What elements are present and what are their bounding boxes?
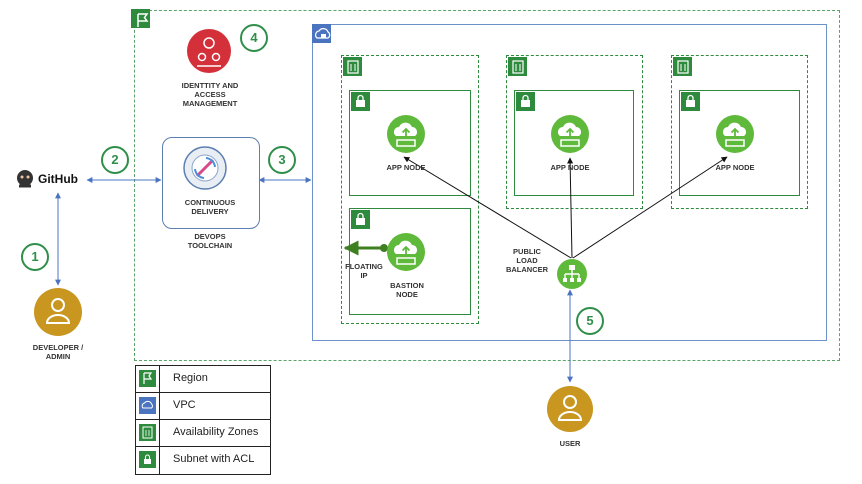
step-badge-4: 4: [240, 24, 268, 52]
region-boundary: [134, 10, 840, 361]
github-octocat-icon: [17, 170, 33, 188]
legend-row-availability-zones: Availability Zones: [136, 420, 270, 447]
availability-zone-2: [506, 55, 643, 209]
region-flag-icon: [131, 9, 150, 28]
bastion-node-label: BASTION NODE: [390, 281, 424, 299]
app-node-1-label: APP NODE: [386, 163, 426, 172]
app-node-3-icon: [716, 115, 754, 153]
bastion-node-icon: [387, 233, 425, 271]
legend-row-vpc: VPC: [136, 393, 270, 420]
az-building-icon-2: [508, 57, 527, 76]
subnet-app-1: [349, 90, 471, 196]
iam-label: IDENTTITY AND ACCESS MANAGEMENT: [181, 81, 239, 108]
legend-row-subnet: Subnet with ACL: [136, 447, 270, 473]
lb-app-node-2-line: [567, 157, 574, 259]
az-building-icon-3: [673, 57, 692, 76]
legend-cloud-lock-icon: [139, 397, 156, 414]
legend-label-subnet: Subnet with ACL: [173, 453, 255, 465]
availability-zone-3: [671, 55, 808, 209]
az-building-icon-1: [343, 57, 362, 76]
developer-label: DEVELOPER / ADMIN: [32, 343, 84, 361]
legend-building-icon: [139, 424, 156, 441]
legend-flag-icon: [139, 370, 156, 387]
user-avatar-icon: [547, 386, 593, 432]
lb-app-node-3-line: [572, 156, 728, 259]
step-badge-1: 1: [21, 243, 49, 271]
legend-label-region: Region: [173, 372, 208, 384]
continuous-delivery-icon: [183, 146, 227, 190]
legend: Region VPC Availability Zones Subnet wit…: [135, 365, 271, 475]
availability-zone-1: [341, 55, 479, 324]
legend-lock-icon: [139, 451, 156, 468]
legend-divider: [159, 366, 160, 474]
step-badge-3: 3: [268, 146, 296, 174]
legend-label-vpc: VPC: [173, 399, 196, 411]
continuous-delivery-label: CONTINUOUS DELIVERY: [184, 198, 236, 216]
subnet-app-2: [514, 90, 634, 196]
lb-app-node-1-line: [403, 156, 572, 259]
load-balancer-icon: [557, 259, 587, 289]
app-node-2-icon: [551, 115, 589, 153]
iam-fingerprint-icon: [187, 29, 231, 73]
subnet-lock-icon-1: [351, 92, 370, 111]
step-badge-2: 2: [101, 146, 129, 174]
user-label: USER: [559, 439, 581, 448]
subnet-lock-icon-3: [681, 92, 700, 111]
legend-row-region: Region: [136, 366, 270, 393]
app-node-2-label: APP NODE: [550, 163, 590, 172]
continuous-delivery-box: [162, 137, 260, 229]
load-balancer-label: PUBLIC LOAD BALANCER: [505, 247, 549, 274]
developer-avatar-icon: [34, 288, 82, 336]
legend-label-availability-zones: Availability Zones: [173, 426, 259, 438]
subnet-app-3: [679, 90, 800, 196]
floating-ip-dot: [380, 244, 388, 252]
toolchain-label: DEVOPS TOOLCHAIN: [187, 232, 233, 250]
vpc-cloud-lock-icon: [312, 24, 331, 43]
step-badge-5: 5: [576, 307, 604, 335]
subnet-lock-icon-2: [516, 92, 535, 111]
floating-ip-label: FLOATING IP: [345, 262, 383, 280]
subnet-bastion: [349, 208, 471, 315]
github-label: GitHub: [38, 172, 78, 186]
app-node-1-icon: [387, 115, 425, 153]
subnet-lock-icon-4: [351, 210, 370, 229]
app-node-3-label: APP NODE: [715, 163, 755, 172]
